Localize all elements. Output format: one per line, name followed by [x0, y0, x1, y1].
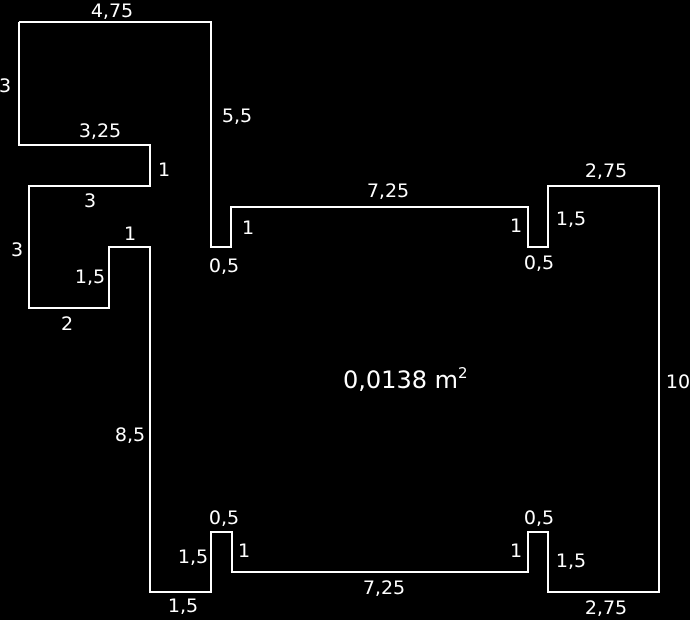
dim-notch4-depth: 1: [510, 540, 522, 562]
dim-left-middle: 3: [11, 239, 23, 261]
dim-inner-upper: 3,25: [79, 120, 121, 142]
dim-upper-drop: 5,5: [222, 105, 252, 127]
dim-notch4-width: 0,5: [524, 507, 554, 529]
dim-bottom-left: 1,5: [168, 595, 198, 617]
dim-notch4-side: 1,5: [556, 550, 586, 572]
dim-notch1-depth: 1: [242, 217, 254, 239]
dim-notch3-width: 0,5: [209, 507, 239, 529]
area-value: 0,0138 m: [343, 366, 458, 394]
dim-left-lower: 2: [61, 313, 73, 335]
dim-left-column: 8,5: [115, 424, 145, 446]
dim-stair-top: 1: [124, 223, 136, 245]
dim-notch1-width: 0,5: [209, 255, 239, 277]
dim-left-upper: 3: [0, 75, 11, 97]
dim-notch2-side: 1,5: [556, 208, 586, 230]
area-exponent: 2: [458, 364, 468, 382]
dim-top-span: 7,25: [367, 180, 409, 202]
upper-left-outline: [18, 21, 660, 593]
dim-notch3-side: 1,5: [178, 546, 208, 568]
dim-notch3-depth: 1: [238, 540, 250, 562]
dim-notch-upper: 1: [158, 159, 170, 181]
dim-bottom-right: 2,75: [585, 597, 627, 619]
dim-bottom-span: 7,25: [363, 577, 405, 599]
dim-right-side: 10: [666, 371, 690, 393]
dim-notch2-depth: 1: [510, 215, 522, 237]
dim-stair-side: 1,5: [75, 266, 105, 288]
dim-inner-middle: 3: [84, 190, 96, 212]
dim-right-top: 2,75: [585, 160, 627, 182]
area-label: 0,0138 m2: [343, 364, 468, 394]
dim-notch2-width: 0,5: [524, 252, 554, 274]
dim-top-upper: 4,75: [91, 0, 133, 22]
